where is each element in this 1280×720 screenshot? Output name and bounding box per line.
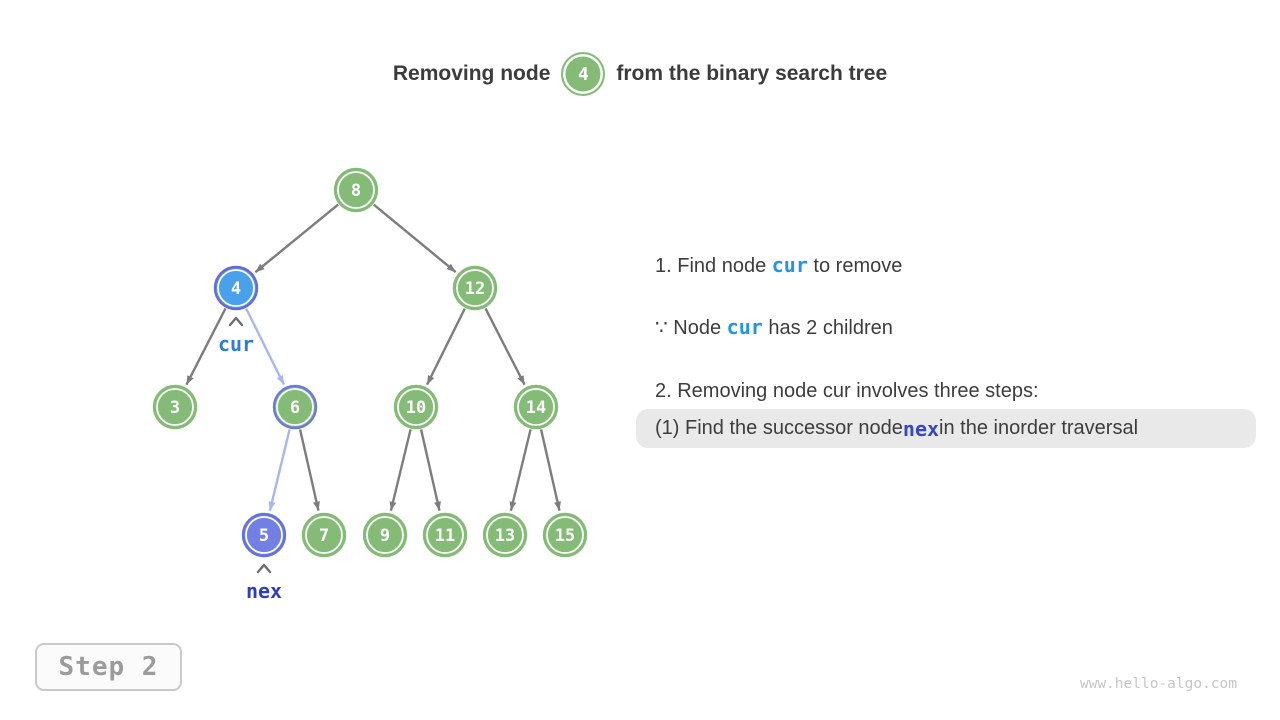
tree-node-7: 7 bbox=[301, 512, 347, 558]
tree-node-15: 15 bbox=[542, 512, 588, 558]
cur-keyword: cur bbox=[771, 253, 808, 277]
tree-edge-8-4 bbox=[254, 203, 339, 274]
pointer-label-nex: nex bbox=[246, 579, 282, 603]
tree-node-value: 3 bbox=[170, 398, 180, 418]
tree-node-9: 9 bbox=[362, 512, 408, 558]
tree-edge-4-6 bbox=[245, 308, 285, 386]
tree-edge-12-10 bbox=[426, 308, 466, 386]
title-prefix: Removing node bbox=[392, 62, 551, 85]
tree-edge-12-14 bbox=[484, 307, 526, 386]
tree-node-value: 9 bbox=[380, 526, 390, 546]
tree-node-value: 4 bbox=[231, 279, 241, 299]
step-badge: Step 2 bbox=[35, 643, 182, 691]
pointer-label-cur: cur bbox=[218, 332, 254, 356]
tree-node-4: 4 bbox=[213, 265, 259, 311]
watermark: www.hello-algo.com bbox=[1079, 676, 1237, 692]
pointer-caret-icon bbox=[256, 563, 272, 574]
tree-node-value: 13 bbox=[495, 526, 515, 546]
tree-edge-10-9 bbox=[389, 429, 412, 511]
tree-node-5: 5 bbox=[241, 512, 287, 558]
note1-text: 1. Find node bbox=[655, 255, 772, 277]
note1-text-post: to remove bbox=[807, 255, 903, 277]
note2-text-post: has 2 children bbox=[762, 317, 893, 339]
tree-node-12: 12 bbox=[452, 265, 498, 311]
tree-edge-8-12 bbox=[372, 203, 457, 274]
tree-edge-10-11 bbox=[419, 429, 441, 511]
pointer-nex: nex bbox=[246, 563, 282, 603]
page-title: Removing node 4 from the binary search t… bbox=[0, 52, 1280, 96]
note-find-cur: 1. Find node cur to remove bbox=[655, 253, 902, 278]
tree-node-value: 11 bbox=[435, 526, 455, 546]
title-suffix: from the binary search tree bbox=[616, 62, 888, 85]
pointer-caret-icon bbox=[228, 316, 244, 327]
pointer-cur: cur bbox=[218, 316, 254, 356]
tree-node-value: 12 bbox=[465, 279, 485, 299]
tree-node-value: 10 bbox=[406, 398, 426, 418]
note4-text-post: in the inorder traversal bbox=[939, 417, 1139, 439]
tree-node-value: 6 bbox=[290, 398, 300, 418]
tree-edge-6-5 bbox=[268, 429, 291, 511]
note-two-children: ∵ Node cur has 2 children bbox=[655, 315, 893, 340]
note-three-steps: 2. Removing node cur involves three step… bbox=[655, 380, 1039, 402]
tree-edge-6-7 bbox=[298, 429, 320, 511]
tree-node-8: 8 bbox=[333, 167, 379, 213]
tree-node-13: 13 bbox=[482, 512, 528, 558]
note2-text: ∵ Node bbox=[655, 317, 727, 339]
tree-node-11: 11 bbox=[422, 512, 468, 558]
tree-node-3: 3 bbox=[152, 384, 198, 430]
tree-node-10: 10 bbox=[393, 384, 439, 430]
tree-node-value: 14 bbox=[526, 398, 546, 418]
tree-node-value: 5 bbox=[259, 526, 269, 546]
tree-node-value: 15 bbox=[555, 526, 575, 546]
tree-edge-14-13 bbox=[509, 429, 532, 511]
tree-edge-14-15 bbox=[539, 429, 561, 511]
tree-node-14: 14 bbox=[513, 384, 559, 430]
tree-node-value: 8 bbox=[351, 181, 361, 201]
title-node-badge: 4 bbox=[561, 52, 606, 96]
tree-node-6: 6 bbox=[272, 384, 318, 430]
title-node-value: 4 bbox=[577, 63, 589, 85]
highlighted-step-row: (1) Find the successor node nex in the i… bbox=[636, 409, 1256, 448]
nex-keyword: nex bbox=[902, 416, 940, 441]
cur-keyword: cur bbox=[726, 315, 763, 339]
tree-edge-4-3 bbox=[185, 307, 227, 386]
tree-node-value: 7 bbox=[319, 526, 329, 546]
note4-text: (1) Find the successor node bbox=[655, 417, 903, 439]
